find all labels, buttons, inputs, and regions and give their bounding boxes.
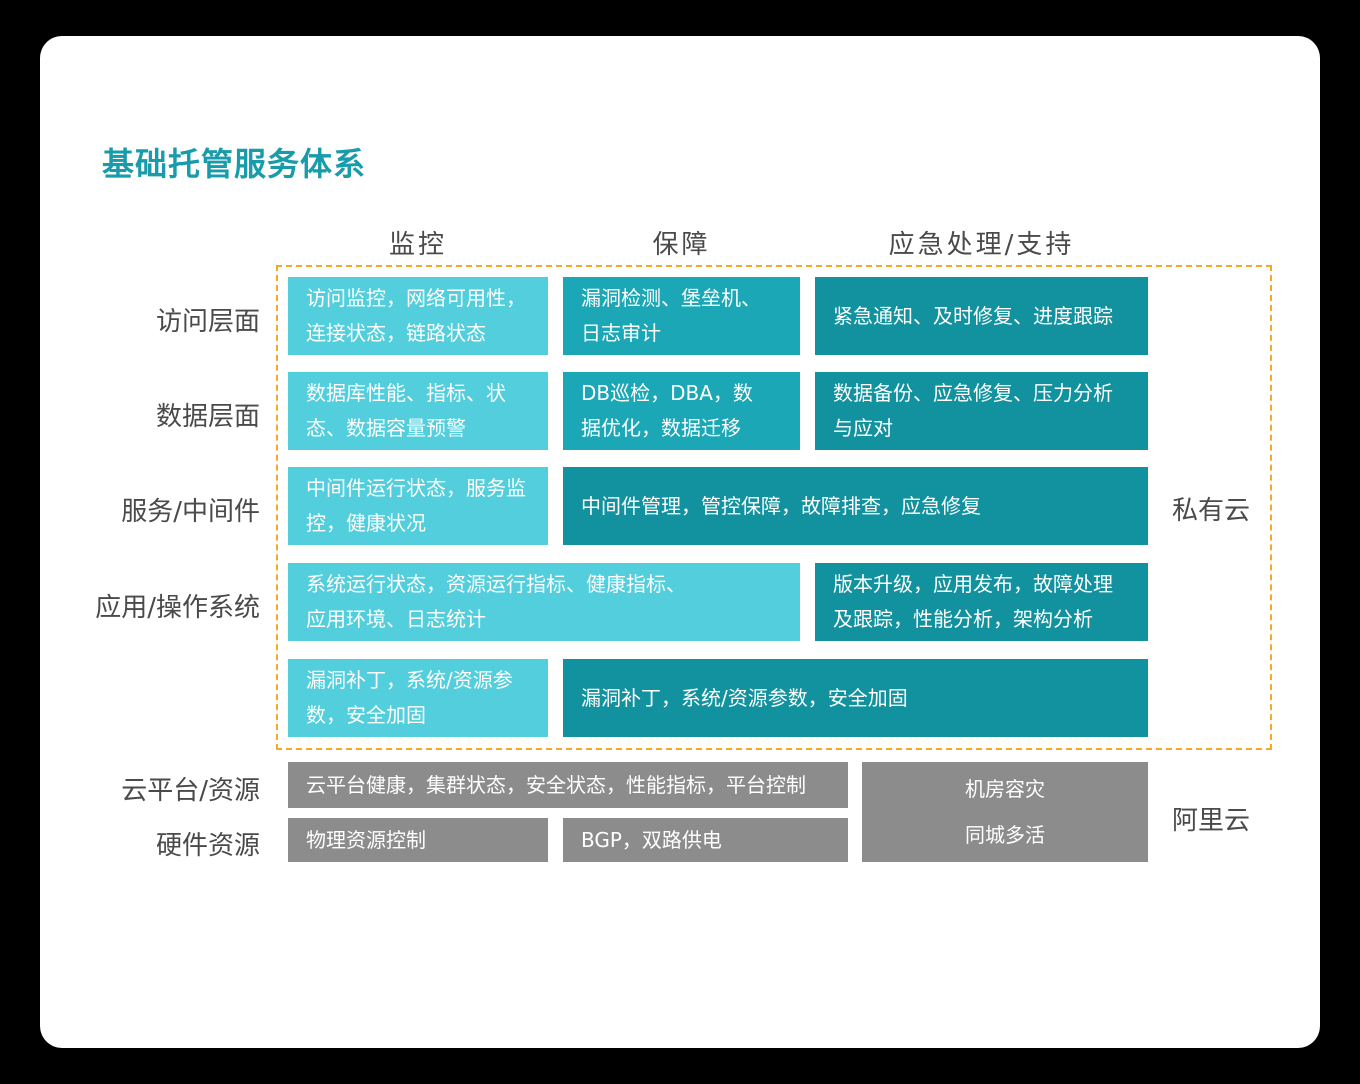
column-header-assurance: 保障 [652, 230, 711, 260]
group-label-private-cloud: 私有云 [1172, 496, 1251, 526]
row-label-service-middleware: 服务/中间件 [121, 497, 260, 527]
cell-patch-management: 漏洞补丁，系统/资源参数，安全加固 [563, 659, 1148, 737]
column-header-monitoring: 监控 [388, 230, 447, 260]
column-header-emergency: 应急处理/支持 [888, 230, 1075, 260]
cell-access-assurance: 漏洞检测、堡垒机、 日志审计 [563, 277, 800, 355]
row-label-app-os: 应用/操作系统 [95, 593, 260, 623]
row-label-data-layer: 数据层面 [155, 402, 260, 432]
cell-physical-resource: 物理资源控制 [288, 818, 548, 862]
cell-data-assurance: DB巡检，DBA，数 据优化，数据迁移 [563, 372, 800, 450]
cell-system-emergency: 版本升级，应用发布，故障处理 及跟踪，性能分析，架构分析 [815, 563, 1148, 641]
cell-bgp-power: BGP，双路供电 [563, 818, 848, 862]
group-label-alicloud: 阿里云 [1172, 806, 1251, 836]
cell-data-emergency: 数据备份、应急修复、压力分析 与应对 [815, 372, 1148, 450]
row-label-access-layer: 访问层面 [155, 307, 260, 337]
cell-system-monitoring: 系统运行状态，资源运行指标、健康指标、 应用环境、日志统计 [288, 563, 800, 641]
cell-data-monitoring: 数据库性能、指标、状 态、数据容量预警 [288, 372, 548, 450]
row-label-cloud-platform: 云平台/资源 [121, 776, 260, 806]
cell-datacenter-dr: 机房容灾 同城多活 [862, 762, 1148, 862]
cell-cloud-platform: 云平台健康，集群状态，安全状态，性能指标，平台控制 [288, 762, 848, 808]
page-title: 基础托管服务体系 [102, 145, 367, 183]
cell-patch-monitoring: 漏洞补丁，系统/资源参 数，安全加固 [288, 659, 548, 737]
cell-access-monitoring: 访问监控，网络可用性， 连接状态，链路状态 [288, 277, 548, 355]
cell-access-emergency: 紧急通知、及时修复、进度跟踪 [815, 277, 1148, 355]
diagram-card: 基础托管服务体系 监控 保障 应急处理/支持 访问层面 数据层面 服务/中间件 … [40, 36, 1320, 1048]
cell-middleware-management: 中间件管理，管控保障，故障排查，应急修复 [563, 467, 1148, 545]
row-label-hardware: 硬件资源 [155, 831, 260, 861]
cell-middleware-monitoring: 中间件运行状态，服务监 控，健康状况 [288, 467, 548, 545]
private-cloud-boundary [276, 265, 1272, 750]
